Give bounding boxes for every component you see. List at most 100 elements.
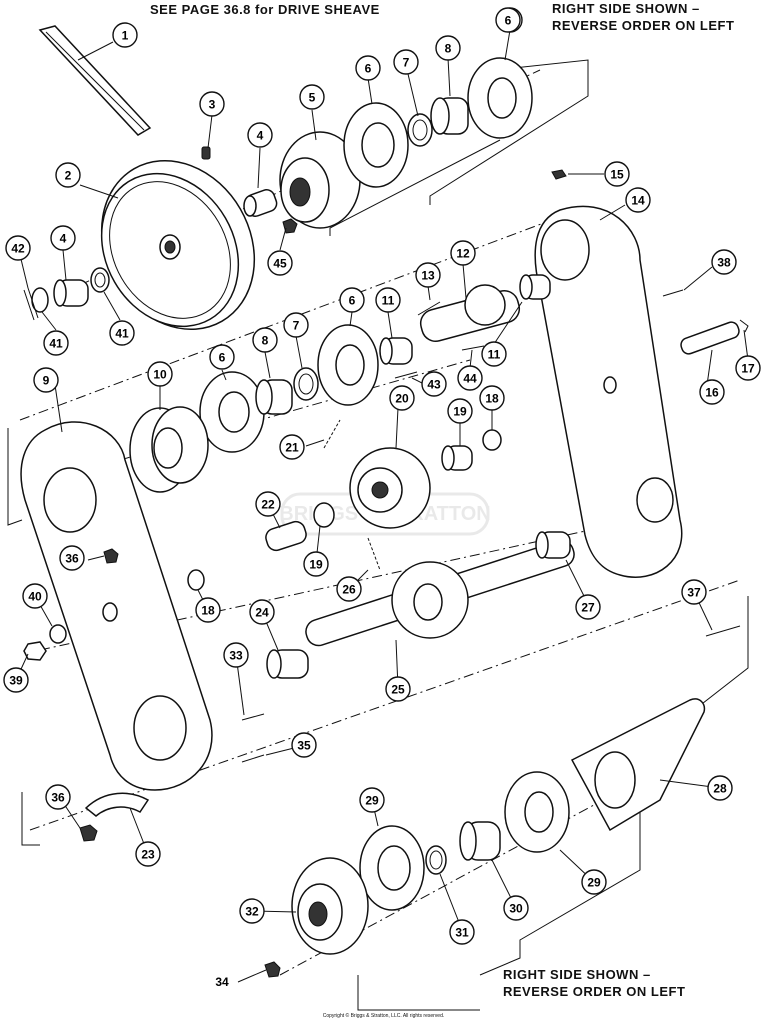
callout-circle (699, 379, 725, 405)
flange-pair-10 (129, 406, 209, 493)
callout-12: 12 (450, 240, 476, 266)
shaft-16 (680, 321, 740, 355)
bolt-37 (705, 625, 741, 637)
callout-circle (22, 583, 48, 609)
callout-1: 1 (112, 22, 138, 48)
callout-number: 25 (391, 683, 405, 697)
callout-circle (249, 599, 275, 625)
bushing-24 (266, 649, 309, 679)
bolt-35 (241, 754, 265, 763)
callout-circle (495, 7, 521, 33)
callout-number: 21 (285, 441, 299, 455)
callout-number: 18 (201, 604, 215, 618)
callout-circle (299, 84, 325, 110)
callout-circle (303, 551, 329, 577)
callout-38: 38 (711, 249, 737, 275)
callout-36: 36 (45, 784, 71, 810)
bushing-11-mid (379, 337, 413, 365)
bushing-left (53, 279, 89, 307)
bearing-19-left (313, 502, 335, 528)
callout-circle (252, 327, 278, 353)
callout-number: 31 (455, 926, 469, 940)
upper-bracket-outline (429, 59, 589, 205)
callout-circle (625, 187, 651, 213)
copyright-notice: Copyright © Briggs & Stratton, LLC. All … (322, 1013, 445, 1019)
callout-number: 8 (445, 42, 452, 56)
callout-circle (375, 287, 401, 313)
chain-case-right (534, 205, 683, 578)
callout-23: 23 (135, 841, 161, 867)
nut-34 (264, 961, 281, 978)
callout-circle (50, 225, 76, 251)
callout-4: 4 (50, 225, 76, 251)
callout-number: 8 (262, 334, 269, 348)
plate-28 (570, 698, 706, 832)
callout-44: 44 (457, 365, 483, 391)
nut-39 (23, 641, 47, 661)
callout-circle (457, 365, 483, 391)
callout-17: 17 (735, 355, 761, 381)
callout-group: 1234566786151442441414513123861187611174… (3, 7, 761, 989)
callout-6: 6 (495, 7, 521, 33)
callout-circle (223, 642, 249, 668)
callout-number: 40 (28, 590, 42, 604)
callout-34: 34 (215, 975, 229, 989)
bracket-23 (84, 792, 150, 817)
callout-10: 10 (147, 361, 173, 387)
washer-18-left (187, 569, 205, 591)
callout-number: 44 (463, 372, 477, 386)
callout-26: 26 (336, 576, 362, 602)
bearing-7-top (407, 113, 433, 147)
callout-number: 12 (456, 247, 470, 261)
callout-circle (735, 355, 761, 381)
chain-link-26 (367, 537, 381, 571)
callout-circle (33, 367, 59, 393)
callout-circle (389, 385, 415, 411)
callout-11: 11 (375, 287, 401, 313)
callout-number: 37 (687, 586, 701, 600)
callout-number: 41 (115, 327, 129, 341)
bearing-8-mid (255, 379, 293, 415)
sleeve-22 (265, 520, 307, 552)
callout-number: 22 (261, 498, 275, 512)
callout-number: 29 (587, 876, 601, 890)
bottom-right-note-line2: REVERSE ORDER ON LEFT (503, 984, 686, 999)
callout-circle (604, 161, 630, 187)
washer-18-right (482, 429, 502, 451)
centerline-shaft (39, 529, 591, 651)
callout-number: 41 (49, 337, 63, 351)
callout-number: 9 (43, 374, 50, 388)
callout-number: 7 (293, 319, 300, 333)
callout-number: 15 (610, 168, 624, 182)
callout-number: 27 (581, 601, 595, 615)
callout-33: 33 (223, 642, 249, 668)
callout-circle (339, 287, 365, 313)
callout-number: 13 (421, 269, 435, 283)
callout-24: 24 (249, 599, 275, 625)
callout-circle (355, 55, 381, 81)
top-right-note: RIGHT SIDE SHOWN – REVERSE ORDER ON LEFT (552, 0, 734, 34)
bottom-right-note: RIGHT SIDE SHOWN – REVERSE ORDER ON LEFT (503, 966, 685, 1000)
callout-30: 30 (503, 895, 529, 921)
callout-number: 6 (349, 294, 356, 308)
callout-7: 7 (283, 312, 309, 338)
callout-40: 40 (22, 583, 48, 609)
belt (38, 25, 152, 136)
callout-39: 39 (3, 667, 29, 693)
callout-35: 35 (291, 732, 317, 758)
callout-15: 15 (604, 161, 630, 187)
callout-19: 19 (447, 398, 473, 424)
callout-number: 24 (255, 606, 269, 620)
bearing-30 (459, 821, 501, 861)
callout-circle (55, 162, 81, 188)
callout-number: 17 (741, 362, 755, 376)
callout-6: 6 (209, 344, 235, 370)
callout-41: 41 (109, 320, 135, 346)
callout-number: 26 (342, 583, 356, 597)
callout-circle (449, 919, 475, 945)
callout-27: 27 (575, 594, 601, 620)
washer-41-right (90, 267, 110, 293)
flange-6d (317, 324, 379, 406)
callout-18: 18 (479, 385, 505, 411)
